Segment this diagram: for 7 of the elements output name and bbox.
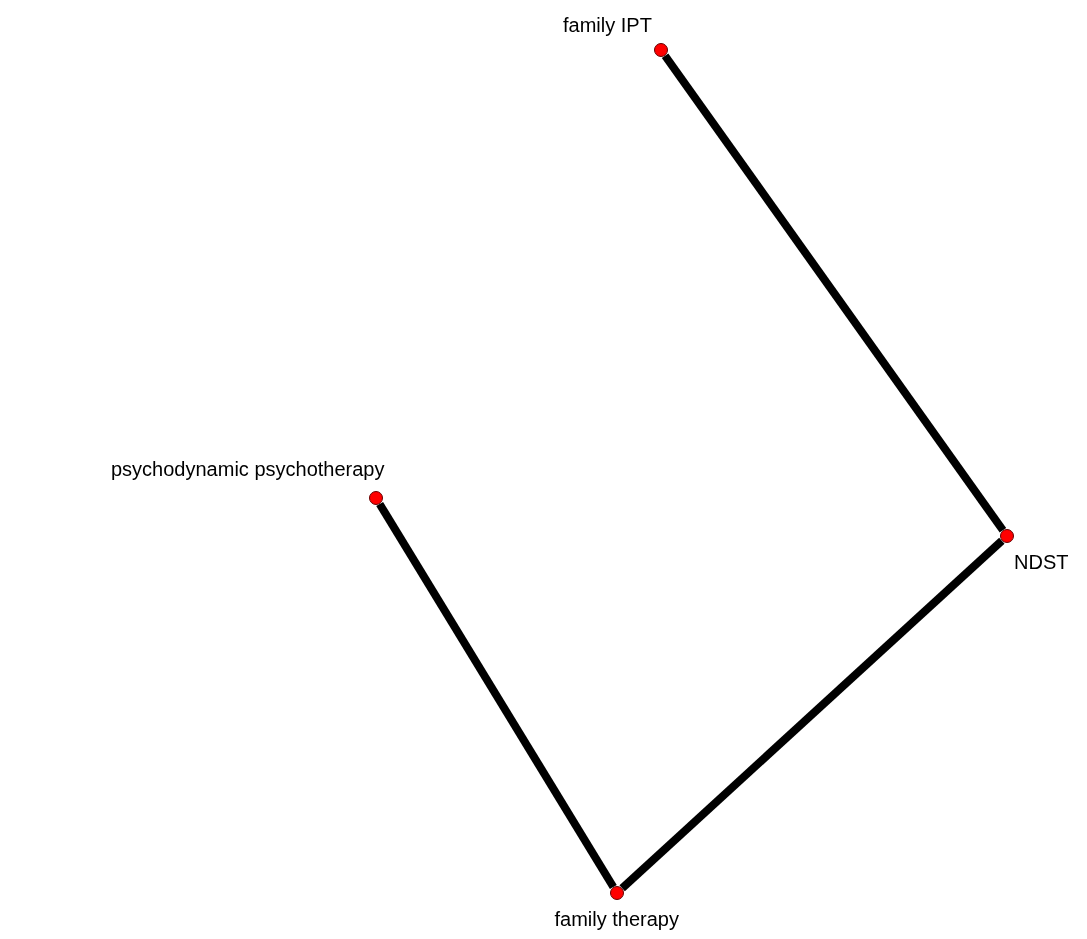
node-label: NDST bbox=[1014, 550, 1069, 574]
network-edge bbox=[376, 501, 617, 890]
node-label: family therapy bbox=[554, 907, 679, 931]
network-edge bbox=[661, 53, 1007, 533]
network-edge bbox=[619, 537, 1005, 892]
node-label: family IPT bbox=[563, 13, 652, 37]
node-label: psychodynamic psychotherapy bbox=[111, 457, 385, 481]
